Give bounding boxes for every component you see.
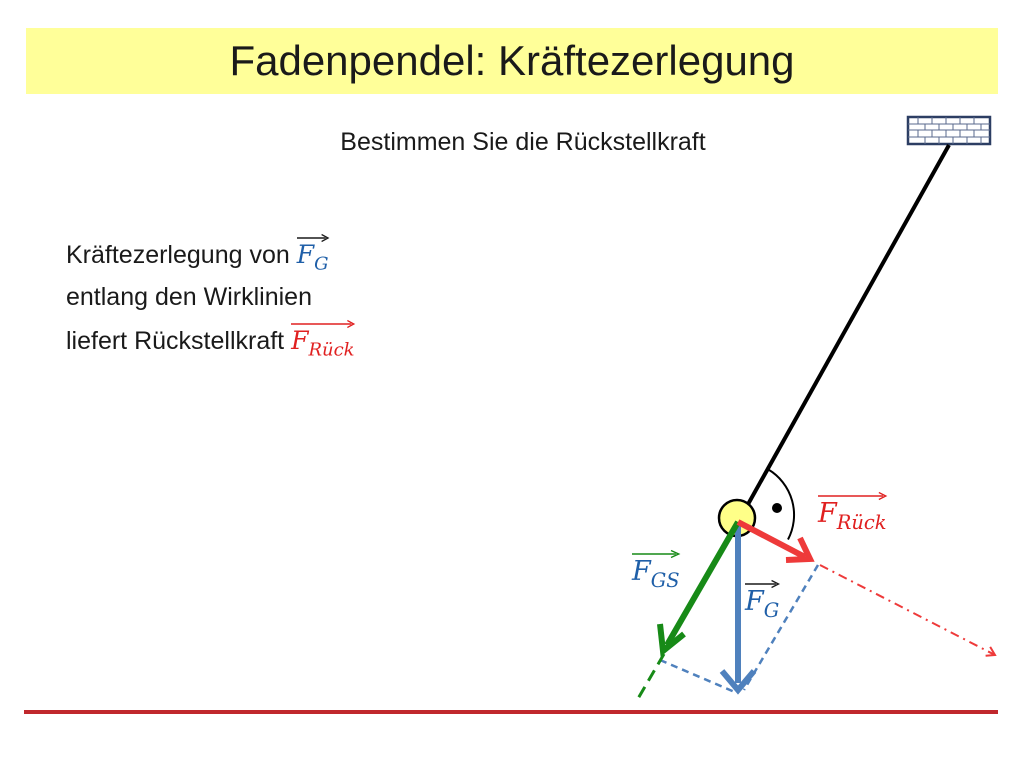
label-f-g-vec: FG	[745, 579, 781, 622]
vector-frueck-inline-sub: Rück	[308, 339, 355, 361]
parallelogram-edge-rueck	[742, 564, 820, 691]
parallelogram-edge-gs	[659, 658, 738, 695]
brick-wall-icon	[906, 115, 992, 146]
label-f-rueck: FRück	[818, 491, 888, 534]
vector-fg-inline: FG	[296, 233, 330, 279]
title-bar: Fadenpendel: Kräftezerlegung	[26, 28, 998, 94]
explanation-line-3: liefert Rückstellkraft FRück	[66, 319, 356, 365]
label-f-rueck-symbol: F	[818, 498, 837, 529]
vector-fg-inline-sub: G	[314, 253, 329, 275]
red-line-of-action	[819, 564, 997, 657]
force-vector-rueck	[736, 519, 815, 563]
vector-frueck-inline: FRück	[291, 319, 356, 365]
label-f-g-symbol: F	[745, 586, 764, 617]
force-vector-g	[719, 523, 757, 695]
label-f-g: FG	[745, 579, 781, 622]
label-f-rueck-sub: Rück	[836, 510, 887, 534]
explanation-text-3: liefert Rückstellkraft	[66, 327, 285, 355]
label-f-gs-vec: FGS	[632, 549, 681, 592]
right-angle-marker-icon	[767, 468, 795, 540]
explanation-line-1: Kräftezerlegung von FG	[66, 233, 330, 279]
vector-fg-inline-symbol: F	[296, 240, 315, 269]
slide-subtitle: Bestimmen Sie die Rückstellkraft	[340, 128, 706, 156]
vector-frueck-inline-symbol: F	[291, 326, 309, 355]
label-f-rueck-vec: FRück	[818, 491, 888, 534]
pendulum-thread	[740, 144, 951, 516]
explanation-text-1: Kräftezerlegung von	[66, 241, 290, 269]
explanation-line-2: entlang den Wirklinien	[66, 282, 312, 312]
label-f-gs-symbol: F	[632, 556, 651, 587]
slide-title: Fadenpendel: Kräftezerlegung	[229, 37, 795, 84]
label-f-gs: FGS	[632, 549, 681, 592]
green-line-of-action	[634, 653, 666, 703]
label-f-gs-sub: GS	[650, 568, 680, 592]
explanation-text-2: entlang den Wirklinien	[66, 283, 312, 311]
force-vector-gs	[657, 520, 741, 657]
label-f-g-sub: G	[763, 598, 780, 622]
